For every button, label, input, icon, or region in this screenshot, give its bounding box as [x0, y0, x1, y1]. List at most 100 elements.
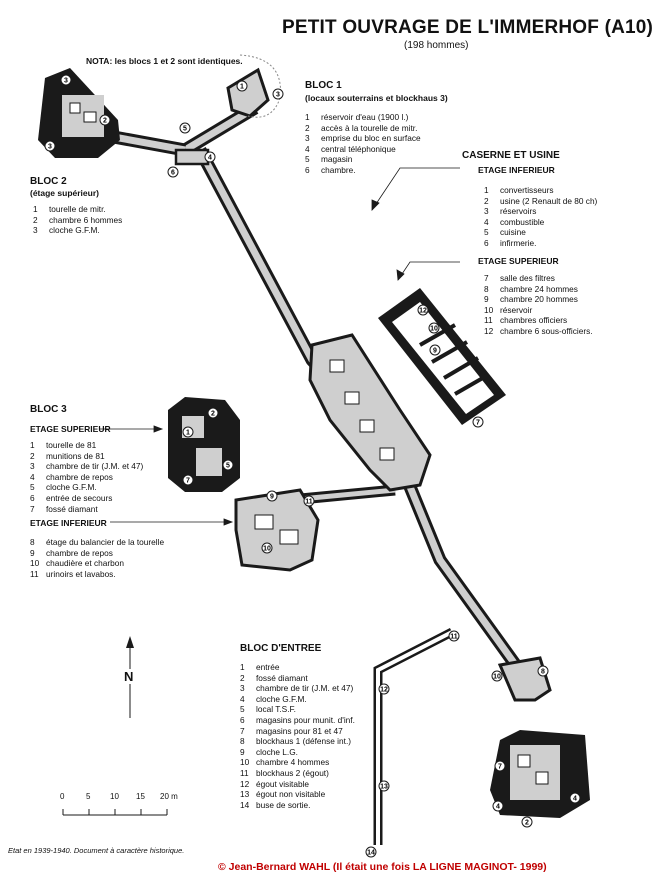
legend-item-text: chambre 24 hommes: [500, 283, 578, 294]
svg-text:2: 2: [525, 820, 529, 827]
svg-text:7: 7: [476, 420, 480, 427]
legend-item-number: 6: [30, 492, 35, 503]
svg-text:12: 12: [380, 687, 388, 694]
legend-item-text: local T.S.F.: [256, 704, 296, 715]
legend-item-number: 13: [240, 789, 250, 800]
legend-item-text: central téléphonique: [321, 143, 396, 154]
legend-item-text: chambres officiers: [500, 315, 568, 326]
page-subtitle: (198 hommes): [404, 40, 469, 51]
legend-item-number: 3: [33, 225, 38, 236]
svg-text:9: 9: [433, 348, 437, 355]
svg-text:4: 4: [573, 796, 577, 803]
north-label: N: [124, 669, 134, 684]
bloc-3-title: BLOC 3: [30, 404, 67, 415]
svg-text:11: 11: [450, 634, 458, 641]
legend-item-number: 10: [30, 558, 40, 569]
legend-item: 9 chambre 20 hommes: [484, 294, 593, 305]
legend-item-number: 2: [305, 122, 310, 133]
legend-item-number: 1: [484, 185, 489, 195]
legend-item-text: combustible: [500, 216, 545, 227]
legend-item-text: fossé diamant: [46, 503, 98, 514]
bloc-entree-title: BLOC D'ENTREE: [240, 643, 322, 654]
svg-text:8: 8: [541, 669, 545, 676]
legend-item-text: magasins pour 81 et 47: [256, 725, 343, 736]
legend-item-number: 8: [30, 537, 35, 547]
svg-text:7: 7: [498, 764, 502, 771]
bloc-2-title: BLOC 2: [30, 176, 67, 187]
legend-item-text: infirmerie.: [500, 237, 537, 248]
legend-item-number: 5: [30, 482, 35, 493]
legend-item-text: cloche G.F.M.: [256, 693, 307, 704]
fort-plan-page: 3 2 3 1 3 5 4 6 12 10 9 7 2 1 5 7 9 11 1…: [8, 17, 653, 873]
scale-bar: [62, 809, 168, 816]
legend-item-number: 8: [484, 283, 489, 294]
legend-item-text: usine (2 Renault de 80 ch): [500, 195, 598, 206]
legend-item-number: 6: [305, 164, 310, 175]
svg-text:2: 2: [211, 411, 215, 418]
legend-item-text: blockhaus 2 (égout): [256, 767, 329, 778]
legend-item-text: cloche L.G.: [256, 746, 298, 757]
legend-item-number: 4: [240, 693, 245, 704]
legend-item-number: 2: [484, 195, 489, 206]
bloc-3-inf-title: ETAGE INFERIEUR: [30, 518, 107, 528]
svg-text:12: 12: [419, 308, 427, 315]
svg-text:7: 7: [186, 478, 190, 485]
bloc-1-subtitle: (locaux souterrains et blockhaus 3): [305, 93, 448, 103]
legend-item-number: 5: [484, 227, 489, 238]
legend-item: 8 chambre 24 hommes: [484, 284, 593, 295]
svg-text:10: 10: [493, 674, 501, 681]
svg-text:5: 5: [183, 126, 187, 133]
legend-item-text: réservoirs: [500, 206, 537, 217]
legend-item-number: 12: [484, 325, 494, 336]
legend-item-text: blockhaus 1 (défense int.): [256, 736, 352, 747]
scale-label-10: 10: [110, 792, 119, 801]
legend-item-number: 6: [484, 237, 489, 248]
central-block-plan: [308, 333, 432, 492]
legend-item-text: magasin: [321, 154, 353, 165]
caserne-sup-title: ETAGE SUPERIEUR: [478, 256, 559, 266]
legend-item-number: 11: [240, 767, 249, 778]
legend-item-text: chambre.: [321, 164, 356, 175]
legend-item-number: 9: [30, 547, 35, 558]
legend-item: 4 cloche G.F.M.: [240, 694, 355, 705]
legend-item-number: 1: [240, 662, 245, 672]
legend-item-text: entrée de secours: [46, 492, 113, 503]
scale-label-5: 5: [86, 792, 91, 801]
legend-item-number: 9: [484, 294, 489, 305]
bloc-3-sup-title: ETAGE SUPERIEUR: [30, 424, 111, 434]
legend-item-text: tourelle de 81: [46, 440, 97, 450]
bloc-2-plan: [38, 68, 120, 158]
footer-note: Etat en 1939-1940. Document à caractère …: [8, 846, 185, 855]
legend-item-text: chambre 6 hommes: [49, 214, 123, 225]
svg-text:6: 6: [171, 170, 175, 177]
legend-item: 11 blockhaus 2 (égout): [240, 768, 355, 779]
copyright-text: © Jean-Bernard WAHL (Il était une fois L…: [218, 861, 547, 873]
legend-item-text: chambre 20 hommes: [500, 294, 578, 305]
legend-item-number: 4: [30, 471, 35, 482]
legend-item-text: chambre de repos: [46, 547, 113, 558]
bloc-1-title: BLOC 1: [305, 80, 342, 91]
legend-item-text: buse de sortie.: [256, 799, 311, 810]
legend-item-text: urinoirs et lavabos.: [46, 568, 116, 579]
caserne-inf-title: ETAGE INFERIEUR: [478, 165, 555, 175]
svg-text:1: 1: [240, 84, 244, 91]
